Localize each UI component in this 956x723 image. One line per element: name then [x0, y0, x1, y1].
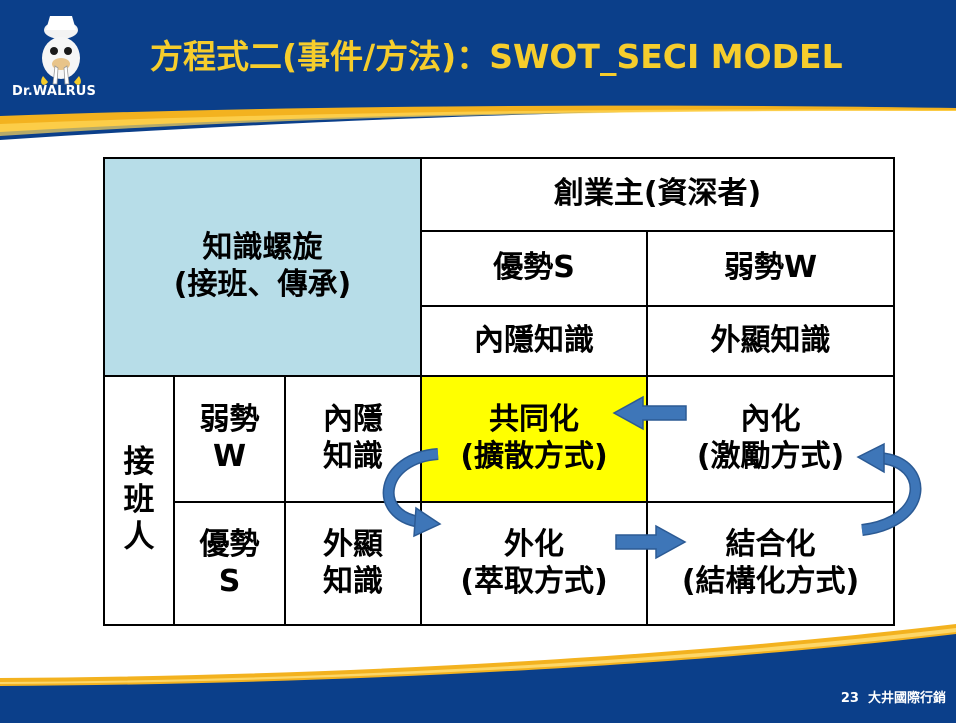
combination-title: 結合化: [725, 526, 816, 562]
socialization-method: (擴散方式): [460, 439, 608, 474]
logo-text: Dr.WALRUS: [12, 84, 97, 99]
combination-cell: 結合化 (結構化方式): [646, 501, 896, 626]
successor-label: 接 班 人: [103, 375, 175, 626]
founder-header: 創業主(資深者): [420, 157, 896, 232]
slide-title: 方程式二(事件/方法)：SWOT_SECI MODEL: [150, 37, 843, 76]
knowledge-spiral-label: 知識螺旋: [202, 230, 323, 266]
successor-weakness: 弱勢 W: [173, 375, 286, 503]
successor-strength-label: 優勢: [199, 526, 260, 562]
succession-label: (接班、傳承): [173, 267, 352, 302]
founder-tacit-header: 內隱知識: [420, 305, 649, 377]
externalization-method: (萃取方式): [460, 563, 608, 599]
successor-weakness-label: 弱勢: [199, 402, 260, 438]
seci-table: 知識螺旋 (接班、傳承) 創業主(資深者) 優勢S 弱勢W 內隱知識 外顯知識 …: [102, 157, 896, 626]
combination-method: (結構化方式): [681, 563, 860, 599]
successor-weakness-letter: W: [212, 439, 247, 474]
founder-weakness-header: 弱勢W: [646, 230, 896, 307]
company-name: 大井國際行銷: [867, 691, 946, 706]
header-band: [0, 0, 956, 140]
founder-explicit-header: 外顯知識: [646, 305, 896, 377]
successor-strength-letter: S: [218, 563, 241, 599]
internalization-title: 內化: [740, 402, 801, 438]
socialization-title: 共同化: [489, 402, 580, 438]
internalization-cell: 內化 (激勵方式): [646, 375, 896, 503]
footer-text: 23 大井國際行銷: [841, 687, 946, 706]
successor-char: 接: [123, 443, 155, 480]
successor-tacit-label-2: 知識: [323, 439, 384, 474]
socialization-cell: 共同化 (擴散方式): [420, 375, 649, 503]
knowledge-spiral-cell: 知識螺旋 (接班、傳承): [102, 157, 423, 377]
footer-band: [0, 624, 956, 723]
successor-char: 班: [123, 481, 155, 518]
successor-explicit-label-2: 知識: [323, 563, 384, 599]
internalization-method: (激勵方式): [696, 439, 845, 474]
successor-tacit-label: 內隱: [323, 402, 384, 438]
page-number: 23: [840, 691, 859, 706]
externalization-title: 外化: [504, 526, 565, 562]
successor-strength: 優勢 S: [173, 501, 286, 626]
successor-tacit: 內隱 知識: [283, 375, 423, 503]
successor-char: 人: [123, 519, 155, 556]
successor-explicit-label: 外顯: [323, 526, 384, 562]
successor-explicit: 外顯 知識: [283, 501, 423, 626]
externalization-cell: 外化 (萃取方式): [420, 501, 649, 626]
walrus-mascot-icon: [41, 16, 81, 85]
founder-strength-header: 優勢S: [420, 230, 649, 307]
